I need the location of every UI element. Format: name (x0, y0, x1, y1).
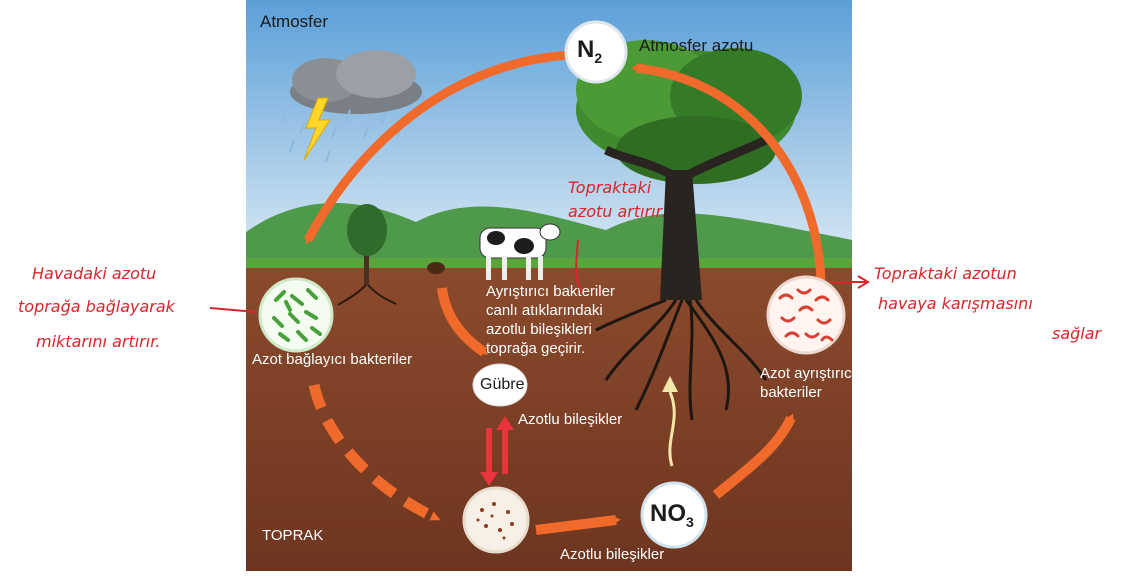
fixing-bacteria-label: Azot bağlayıcı bakteriler (252, 351, 413, 368)
handwritten-right-line-1: Topraktaki azotun (874, 264, 1017, 283)
soil-label: TOPRAK (262, 527, 324, 544)
decomposer-text-line-3: azotlu bileşikleri (486, 321, 592, 338)
nitrogen-compound-disk-icon (462, 486, 530, 554)
denitrifying-bacteria-icon (766, 275, 846, 355)
decomposer-text-line-4: toprağa geçirir. (486, 340, 586, 357)
manure (427, 262, 445, 274)
atmosphere-label: Atmosfer (260, 12, 329, 31)
nitrogen-compounds-middle-label: Azotlu bileşikler (518, 411, 623, 428)
n2-subscript: 2 (594, 49, 603, 66)
atmospheric-nitrogen-label: Atmosfer azotu (639, 36, 754, 55)
handwritten-right-line-3: sağlar (1052, 324, 1102, 343)
handwritten-center-line-2: azotu artırır. (568, 202, 666, 221)
nitrogen-compounds-bottom-label: Azotlu bileşikler (560, 546, 665, 563)
arrow-no3-to-denitrifying (712, 413, 796, 499)
soil (246, 268, 852, 571)
handwritten-left-line-2: toprağa bağlayarak (18, 297, 175, 316)
cow-icon (479, 223, 561, 280)
nitrogen-fixing-bacteria-icon (258, 277, 334, 353)
arrow-atmosphere-to-fixing (304, 50, 573, 245)
n2-circle (564, 20, 628, 84)
no3-subscript: 3 (686, 513, 694, 530)
arrow-fixing-to-compounds (308, 383, 441, 523)
decomposer-text-line-2: canlı atıklarındaki (486, 302, 603, 319)
fertilizer-ellipse (472, 363, 528, 407)
decomposer-text-line-1: Ayrıştırıcı bakteriler (486, 283, 615, 300)
no3-circle (640, 481, 708, 549)
handwritten-center-line-1: Topraktaki (568, 178, 652, 197)
denitrifying-bacteria-label-line-2: bakteriler (760, 384, 822, 401)
no3-label: NO3 (650, 500, 694, 536)
uptake-arrow (668, 391, 676, 467)
lightning-icon (303, 97, 331, 161)
arrow-compounds-to-no3 (535, 515, 621, 535)
no3-symbol: NO (650, 500, 686, 527)
arrow-waste-to-soil (437, 287, 489, 357)
denitrifying-bacteria-label-line-1: Azot ayrıştırıcı (760, 365, 856, 382)
n2-symbol: N (577, 36, 595, 63)
arrow-denitrifying-to-atmosphere (631, 63, 826, 281)
nitrogen-cycle-illustration: Atmosfer N2 Atmosfer azotu Ayrıştırıcı b… (246, 0, 856, 571)
rain-cloud-icon (281, 50, 422, 163)
uptake-arrowhead (662, 376, 678, 392)
double-arrow-fertilizer (480, 416, 514, 486)
nitrogen-cycle-scene (246, 0, 852, 571)
fertilizer-label: Gübre (480, 376, 525, 393)
n2-label: N2 (577, 36, 602, 72)
handwritten-left-line-3: miktarını artırır. (36, 332, 161, 351)
handwritten-right-line-2: havaya karışmasını (878, 294, 1033, 313)
small-tree-icon (337, 204, 397, 306)
handwritten-left-line-1: Havadaki azotu (32, 264, 157, 283)
